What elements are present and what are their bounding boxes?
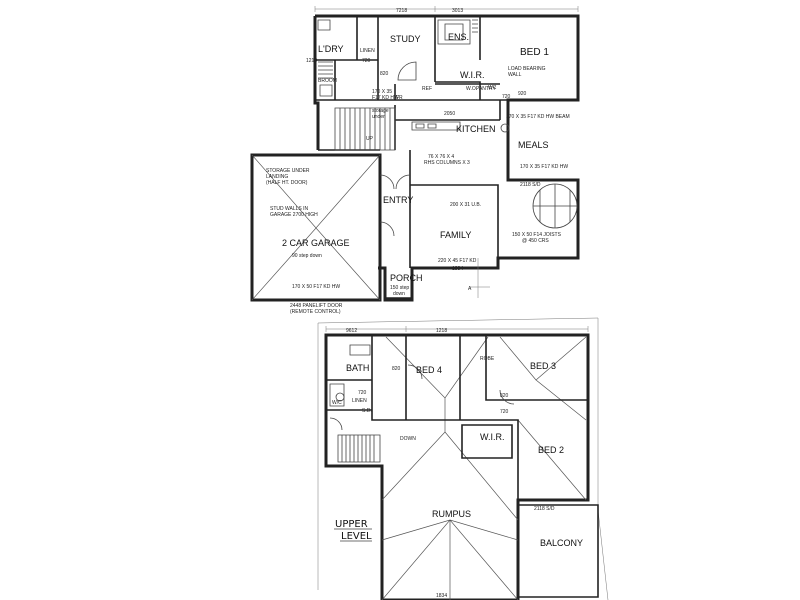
- dim-720b: 720: [502, 94, 511, 100]
- level-title: LEVEL: [341, 531, 372, 542]
- note-wall: WALL: [508, 72, 522, 78]
- note-crs: @ 450 CRS: [522, 238, 549, 244]
- room-linen-upper: LINEN: [352, 398, 367, 404]
- note-beam2: 170 X 35 F17 KD HW: [520, 164, 568, 170]
- room-porch: PORCH: [390, 273, 423, 283]
- note-storage-under: STORAGE UNDER: [266, 168, 310, 174]
- dim-1210: 1210: [306, 58, 317, 64]
- dim-7218: 7218: [396, 8, 407, 14]
- note-garage-h: GARAGE 2700 HIGH: [270, 212, 318, 218]
- note-beam4: 170 X 50 F17 KD HW: [292, 284, 340, 290]
- room-bed4: BED 4: [416, 365, 442, 375]
- dim-820c: 820: [500, 393, 509, 399]
- room-bed3: BED 3: [530, 361, 556, 371]
- upper-level-labels: BATH BED 4 BED 3 W.I.R. BED 2 RUMPUS BAL…: [332, 328, 583, 599]
- lower-level-plan: [250, 6, 580, 302]
- upper-level-plan: [317, 317, 609, 600]
- note-up: UP: [366, 136, 374, 142]
- dim-1834: 1834: [452, 266, 463, 272]
- note-sd2118: 2118 S/D: [520, 182, 541, 188]
- room-garage: 2 CAR GARAGE: [282, 238, 350, 248]
- note-joists: 150 X 50 F14 JOISTS: [512, 232, 562, 238]
- note-sd2118-upper: 2118 S/D: [534, 506, 555, 512]
- note-half-ht: (HALF HT. DOOR): [266, 180, 308, 186]
- dim-820b: 820: [392, 366, 401, 372]
- lower-level-labels: STUDY ENS. BED 1 L'DRY W.I.R. KITCHEN ME…: [266, 8, 570, 315]
- room-kitchen: KITCHEN: [456, 124, 496, 134]
- note-linen: LINEN: [360, 48, 375, 54]
- room-bed1: BED 1: [520, 47, 549, 58]
- room-ens: ENS.: [448, 32, 469, 42]
- dim-920: 920: [518, 91, 527, 97]
- dim-1834b: 1834: [436, 593, 447, 599]
- dim-1218: 1218: [436, 328, 447, 334]
- note-rhs: 76 X 76 X 4: [428, 154, 454, 160]
- note-remote: (REMOTE CONTROL): [290, 309, 341, 315]
- dim-2050: 2050: [444, 111, 455, 117]
- note-landing: LANDING: [266, 174, 288, 180]
- room-bath: BATH: [346, 363, 369, 373]
- room-wc-upper: W/C: [332, 400, 342, 406]
- note-garage-door: 2448 PANELIFT DOOR: [290, 303, 343, 309]
- dim-720d: 720: [500, 409, 509, 415]
- note-ub: 200 X 31 U.B.: [450, 202, 481, 208]
- dim-9612: 9612: [346, 328, 357, 334]
- room-study: STUDY: [390, 34, 421, 44]
- note-hw-lintel: 170 X 35: [372, 89, 392, 95]
- note-sd-upper: S.D.: [362, 408, 372, 414]
- note-step-garage: 90 step down: [292, 253, 322, 259]
- room-family: FAMILY: [440, 230, 471, 240]
- room-pantry-lower: PANTRY: [476, 86, 496, 92]
- room-wir: W.I.R.: [460, 70, 485, 80]
- dim-720a: 720: [362, 58, 371, 64]
- room-ref: REF: [422, 86, 432, 92]
- note-hw-lintel2: F17 KD HW: [372, 95, 399, 101]
- note-broom: BROOM: [318, 78, 337, 84]
- note-under: under: [372, 114, 385, 120]
- note-down: down: [393, 291, 405, 297]
- note-beam3: 220 X 45 F17 KD: [438, 258, 477, 264]
- dim-3013: 3013: [452, 8, 463, 14]
- note-wo: W.O.: [466, 86, 477, 92]
- room-balcony: BALCONY: [540, 538, 583, 548]
- note-stud-walls: STUD WALLS IN: [270, 206, 309, 212]
- note-rhs2: RHS COLUMNS X 3: [424, 160, 470, 166]
- room-ldry: L'DRY: [318, 44, 344, 54]
- note-step-porch: 150 step: [390, 285, 409, 291]
- room-meals: MEALS: [518, 140, 549, 150]
- upper-level-underline: [334, 528, 372, 542]
- note-load-bearing: LOAD BEARING: [508, 66, 546, 72]
- room-entry: ENTRY: [383, 195, 413, 205]
- room-wc-lower: WC: [488, 85, 497, 91]
- upper-level-title: UPPER: [335, 519, 368, 530]
- room-fr: FR: [396, 95, 403, 101]
- room-bed2: BED 2: [538, 445, 564, 455]
- note-beam1: 170 X 35 F17 KD HW BEAM: [506, 114, 570, 120]
- dim-820a: 820: [380, 71, 389, 77]
- note-down-stairs: DOWN: [400, 436, 416, 442]
- dim-720c: 720: [358, 390, 367, 396]
- room-rumpus: RUMPUS: [432, 509, 471, 519]
- note-storage: storage: [372, 108, 389, 114]
- room-robe: ROBE: [480, 356, 495, 362]
- section-marker: A: [468, 286, 472, 292]
- room-wir-upper: W.I.R.: [480, 432, 505, 442]
